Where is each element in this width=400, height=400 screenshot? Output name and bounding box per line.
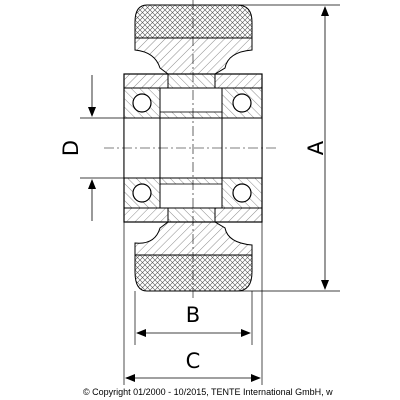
dimension-label-c: C	[186, 349, 201, 373]
tread	[134, 4, 253, 292]
dimension-d: D	[59, 75, 160, 221]
bearing-right	[221, 87, 263, 209]
dimension-label-b: B	[186, 303, 200, 327]
copyright-notice: © Copyright 01/2000 - 10/2015, TENTE Int…	[83, 387, 333, 397]
dimension-label-d: D	[59, 140, 83, 156]
dimension-b: B	[134, 291, 253, 345]
dimension-label-a: A	[304, 140, 328, 155]
dimension-c: C	[123, 222, 263, 385]
dimension-a: A	[237, 4, 340, 292]
center-lines	[104, 0, 278, 300]
